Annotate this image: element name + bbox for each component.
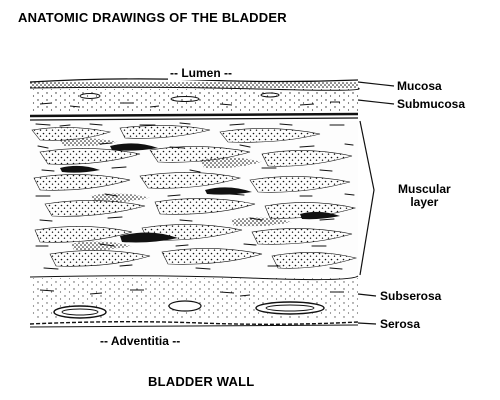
diagram-title: ANATOMIC DRAWINGS OF THE BLADDER bbox=[18, 10, 287, 25]
leader-lines bbox=[357, 81, 395, 325]
muscular-layer bbox=[30, 121, 358, 275]
muscular-label: Muscular layer bbox=[398, 183, 451, 209]
lumen-label: -- Lumen -- bbox=[168, 66, 234, 80]
submucosa-label: Submucosa bbox=[397, 97, 466, 111]
muscular-bracket bbox=[359, 120, 375, 276]
adventitia-label: -- Adventitia -- bbox=[98, 334, 183, 348]
leader-submucosa bbox=[357, 99, 395, 105]
leader-subserosa bbox=[357, 293, 377, 297]
leader-mucosa bbox=[357, 81, 395, 87]
serosa-label: Serosa bbox=[380, 317, 421, 331]
serosa-layer bbox=[29, 321, 359, 328]
muscular-label-line1: Muscular bbox=[398, 182, 451, 196]
mucosa-layer bbox=[29, 78, 360, 91]
subserosa-layer bbox=[29, 275, 359, 319]
muscular-label-line2: layer bbox=[410, 195, 439, 209]
mucosa-label: Mucosa bbox=[397, 79, 442, 93]
submucosa-layer bbox=[29, 89, 359, 121]
leader-serosa bbox=[357, 322, 377, 325]
diagram-caption: BLADDER WALL bbox=[148, 374, 255, 389]
subserosa-label: Subserosa bbox=[380, 289, 442, 303]
